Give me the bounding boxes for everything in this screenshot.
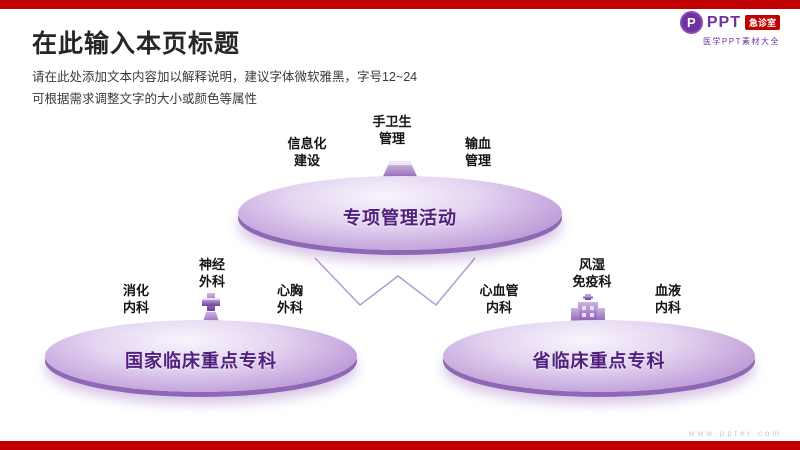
node-item-label: 消化 内科 — [122, 283, 149, 315]
node-item-label: 血液 内科 — [654, 283, 681, 315]
subtitle-line-1: 请在此处添加文本内容加以解释说明，建议字体微软雅黑，字号12~24 — [32, 70, 418, 84]
ellipse-label: 国家临床重点专科 — [125, 351, 277, 371]
connector-lines — [314, 257, 476, 307]
node-item-label: 输血 管理 — [464, 136, 491, 168]
node-item-label: 风湿 免疫科 — [572, 257, 612, 289]
ellipse-label: 省临床重点专科 — [532, 351, 666, 371]
node-item-label: 手卫生 管理 — [372, 114, 412, 146]
logo-tagline: 医学PPT素材大全 — [702, 37, 780, 46]
node-item-label: 心胸 外科 — [276, 283, 303, 315]
page-subtitle: 请在此处添加文本内容加以解释说明，建议字体微软雅黑，字号12~24 可根据需求调… — [32, 66, 417, 110]
logo-monogram-icon: P — [679, 11, 703, 34]
node-item-label: 神经 外科 — [198, 257, 225, 289]
ellipse-provincial-key-specialty: 省临床重点专科 — [443, 320, 755, 392]
footer-url: www.ppter.com — [688, 429, 782, 438]
node-item-label: 信息化 建设 — [287, 136, 327, 168]
page-title: 在此输入本页标题 — [32, 30, 241, 58]
logo-badge: 急诊室 — [744, 15, 780, 30]
subtitle-line-2: 可根据需求调整文字的大小或颜色等属性 — [32, 92, 258, 106]
ellipse-label: 专项管理活动 — [343, 208, 457, 228]
brand-logo: P PPT 急诊室 医学PPT素材大全 — [650, 11, 780, 47]
logo-brand-text: PPT — [706, 13, 741, 31]
node-item-label: 心血管 内科 — [479, 283, 519, 315]
ellipse-special-management: 专项管理活动 — [238, 176, 562, 250]
bottom-red-bar — [0, 441, 800, 450]
top-red-bar — [0, 0, 800, 9]
ellipse-national-key-specialty: 国家临床重点专科 — [45, 320, 357, 392]
